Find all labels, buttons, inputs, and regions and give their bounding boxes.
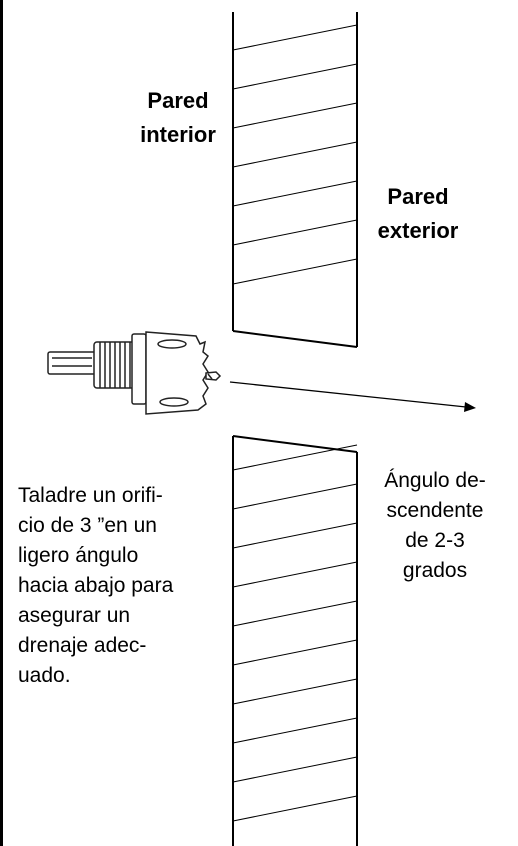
drill-instruction-line-4: hacia abajo para [18,574,174,597]
lower-hatch-line-4 [232,600,358,627]
upper-hatch-line-4 [232,180,358,207]
upper-hatch-line-6 [232,258,358,285]
lower-hatch-line-9 [232,795,358,822]
angle-annotation-line-2: scendente [386,499,484,522]
lower-hatch-line-0 [232,444,358,471]
upper-hatch-line-2 [232,102,358,129]
lower-hatch-line-6 [232,678,358,705]
lower-wall-section [232,435,358,846]
lower-hatch-line-1 [232,483,358,510]
upper-wall-hatching [232,24,358,285]
drill-instruction-line-3: ligero ángulo [18,544,139,567]
drill-instruction-line-6: drenaje adec- [18,634,147,657]
angle-annotation-line-3: de 2-3 [405,529,465,552]
angle-annotation: Ángulo de- scendente de 2-3 grados [360,466,510,586]
lower-hatch-line-8 [232,756,358,783]
inner-wall-label: Pared interior [118,84,238,152]
outer-wall-label-line-1: Pared [387,184,449,209]
upper-hatch-line-5 [232,219,358,246]
lower-hatch-line-2 [232,522,358,549]
lower-hatch-line-7 [232,717,358,744]
drill-instruction-line-5: asegurar un [18,604,131,627]
drill-instruction-text: Taladre un orifi- cio de 3 ”en un ligero… [18,481,228,691]
outer-wall-label: Pared exterior [358,180,478,248]
upper-wall-section [232,12,358,348]
inner-wall-label-line-2: interior [140,122,216,147]
lower-wall-hatching [232,444,358,822]
drill-instruction-line-7: uado. [18,664,71,687]
upper-hatch-line-0 [232,24,358,51]
lower-hatch-line-3 [232,561,358,588]
drill-instruction-line-2: cio de 3 ”en un [18,514,157,537]
angle-annotation-line-4: grados [402,559,468,582]
inner-wall-label-line-1: Pared [147,88,209,113]
drill-instruction-line-1: Taladre un orifi- [18,484,163,507]
angle-annotation-line-1: Ángulo de- [384,469,486,492]
lower-hatch-line-5 [232,639,358,666]
outer-wall-label-line-2: exterior [377,218,459,243]
arrow-right-icon [229,381,476,412]
upper-hatch-line-1 [232,63,358,90]
hole-saw-icon [47,331,222,415]
upper-hatch-line-3 [232,141,358,168]
